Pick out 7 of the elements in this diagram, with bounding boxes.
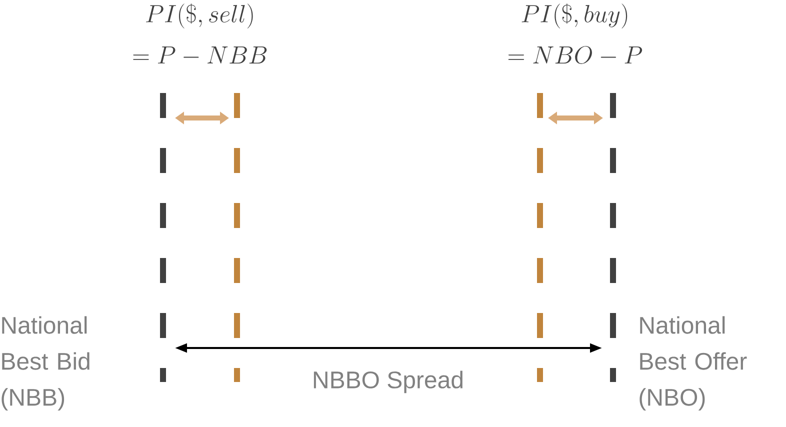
formula: $PI(\$, buy)$ [522, 4, 628, 28]
side-label: National Best Bid (NBB) [2, 316, 90, 411]
side-label: National Best Offer (NBO) [640, 316, 747, 411]
formula: $= NBO - P$ [508, 46, 642, 64]
formula: $= P - NBB$ [133, 46, 267, 64]
formula: $PI(\$, sell)$ [146, 4, 253, 28]
dimension-label: NBBO Spread [314, 370, 462, 394]
